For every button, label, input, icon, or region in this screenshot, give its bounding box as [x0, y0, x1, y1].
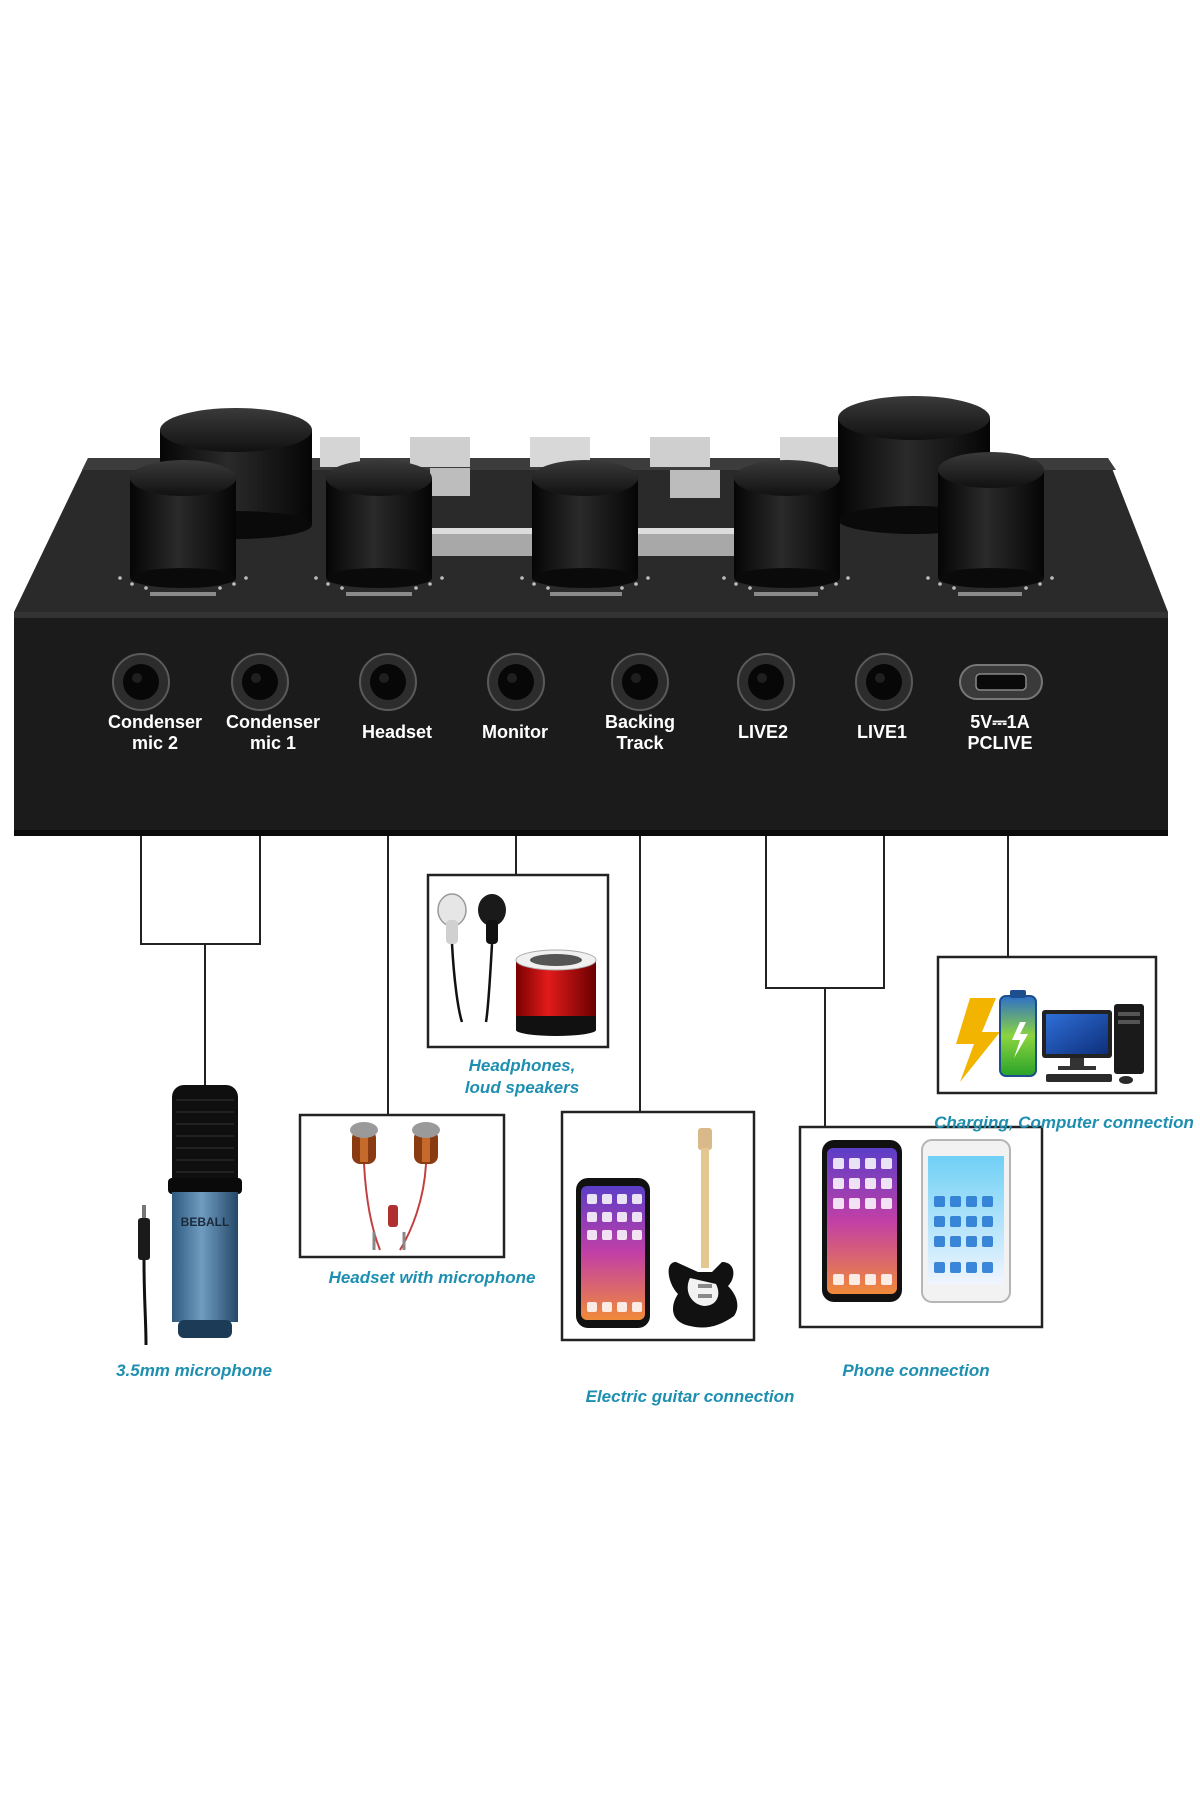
connector-lines — [140, 836, 1009, 1127]
knob-bass[interactable] — [734, 460, 840, 588]
desktop-computer-icon — [1042, 1004, 1144, 1084]
caption-microphone: 3.5mm microphone — [116, 1361, 272, 1380]
iphone-icon — [822, 1140, 902, 1302]
microphone-illustration: BEBALL — [138, 1085, 242, 1346]
android-phone-icon — [921, 1139, 1011, 1303]
jack-condenser-mic-1[interactable] — [231, 653, 289, 711]
caption-speakers-line2: loud speakers — [465, 1078, 579, 1097]
mic-brand-label: BEBALL — [181, 1215, 230, 1229]
port-label-condenser-mic-2-line2: mic 2 — [132, 733, 178, 753]
jack-headset[interactable] — [359, 653, 417, 711]
port-label-usb-line2: PCLIVE — [967, 733, 1032, 753]
electric-guitar-icon — [668, 1128, 738, 1328]
jack-live2[interactable] — [737, 653, 795, 711]
smartphone-icon — [576, 1178, 650, 1328]
knob-monitor[interactable] — [130, 460, 236, 588]
knob-record[interactable] — [326, 460, 432, 588]
port-label-condenser-mic-1-line1: Condenser — [226, 712, 320, 732]
earphones-icon — [437, 893, 506, 1023]
port-label-backing-track-line1: Backing — [605, 712, 675, 732]
port-label-backing-track-line2: Track — [616, 733, 664, 753]
jack-backing-track[interactable] — [611, 653, 669, 711]
guitar-box — [560, 1110, 756, 1342]
usb-port[interactable] — [959, 664, 1043, 700]
computer-box — [936, 955, 1158, 1095]
speakers-box — [426, 873, 610, 1049]
front-panel — [14, 612, 1168, 836]
phone-box — [798, 1125, 1044, 1329]
audio-jacks — [112, 653, 913, 711]
caption-headset: Headset with microphone — [329, 1268, 536, 1287]
speaker-icon — [515, 949, 597, 1036]
knob-mini-labels — [150, 592, 1022, 596]
jack-monitor[interactable] — [487, 653, 545, 711]
port-label-headset: Headset — [362, 722, 432, 742]
battery-icon — [999, 990, 1037, 1077]
knob-treble[interactable] — [938, 452, 1044, 588]
port-label-condenser-mic-1-line2: mic 1 — [250, 733, 296, 753]
headset-earbuds-icon — [350, 1122, 440, 1251]
port-label-monitor: Monitor — [482, 722, 548, 742]
port-label-live1: LIVE1 — [857, 722, 907, 742]
knob-backing-track[interactable] — [532, 460, 638, 588]
jack-condenser-mic-2[interactable] — [112, 653, 170, 711]
caption-phone: Phone connection — [842, 1361, 989, 1380]
caption-guitar: Electric guitar connection — [586, 1387, 795, 1406]
headset-box — [298, 1113, 506, 1259]
port-label-usb-line1: 5V⎓1A — [970, 712, 1029, 732]
caption-speakers-line1: Headphones, — [469, 1056, 576, 1075]
jack-live1[interactable] — [855, 653, 913, 711]
port-label-live2: LIVE2 — [738, 722, 788, 742]
caption-computer: Charging, Computer connection — [934, 1113, 1194, 1132]
port-label-condenser-mic-2-line1: Condenser — [108, 712, 202, 732]
lightning-bolt-icon — [956, 998, 1000, 1082]
knob-scale-dots — [118, 576, 1054, 590]
